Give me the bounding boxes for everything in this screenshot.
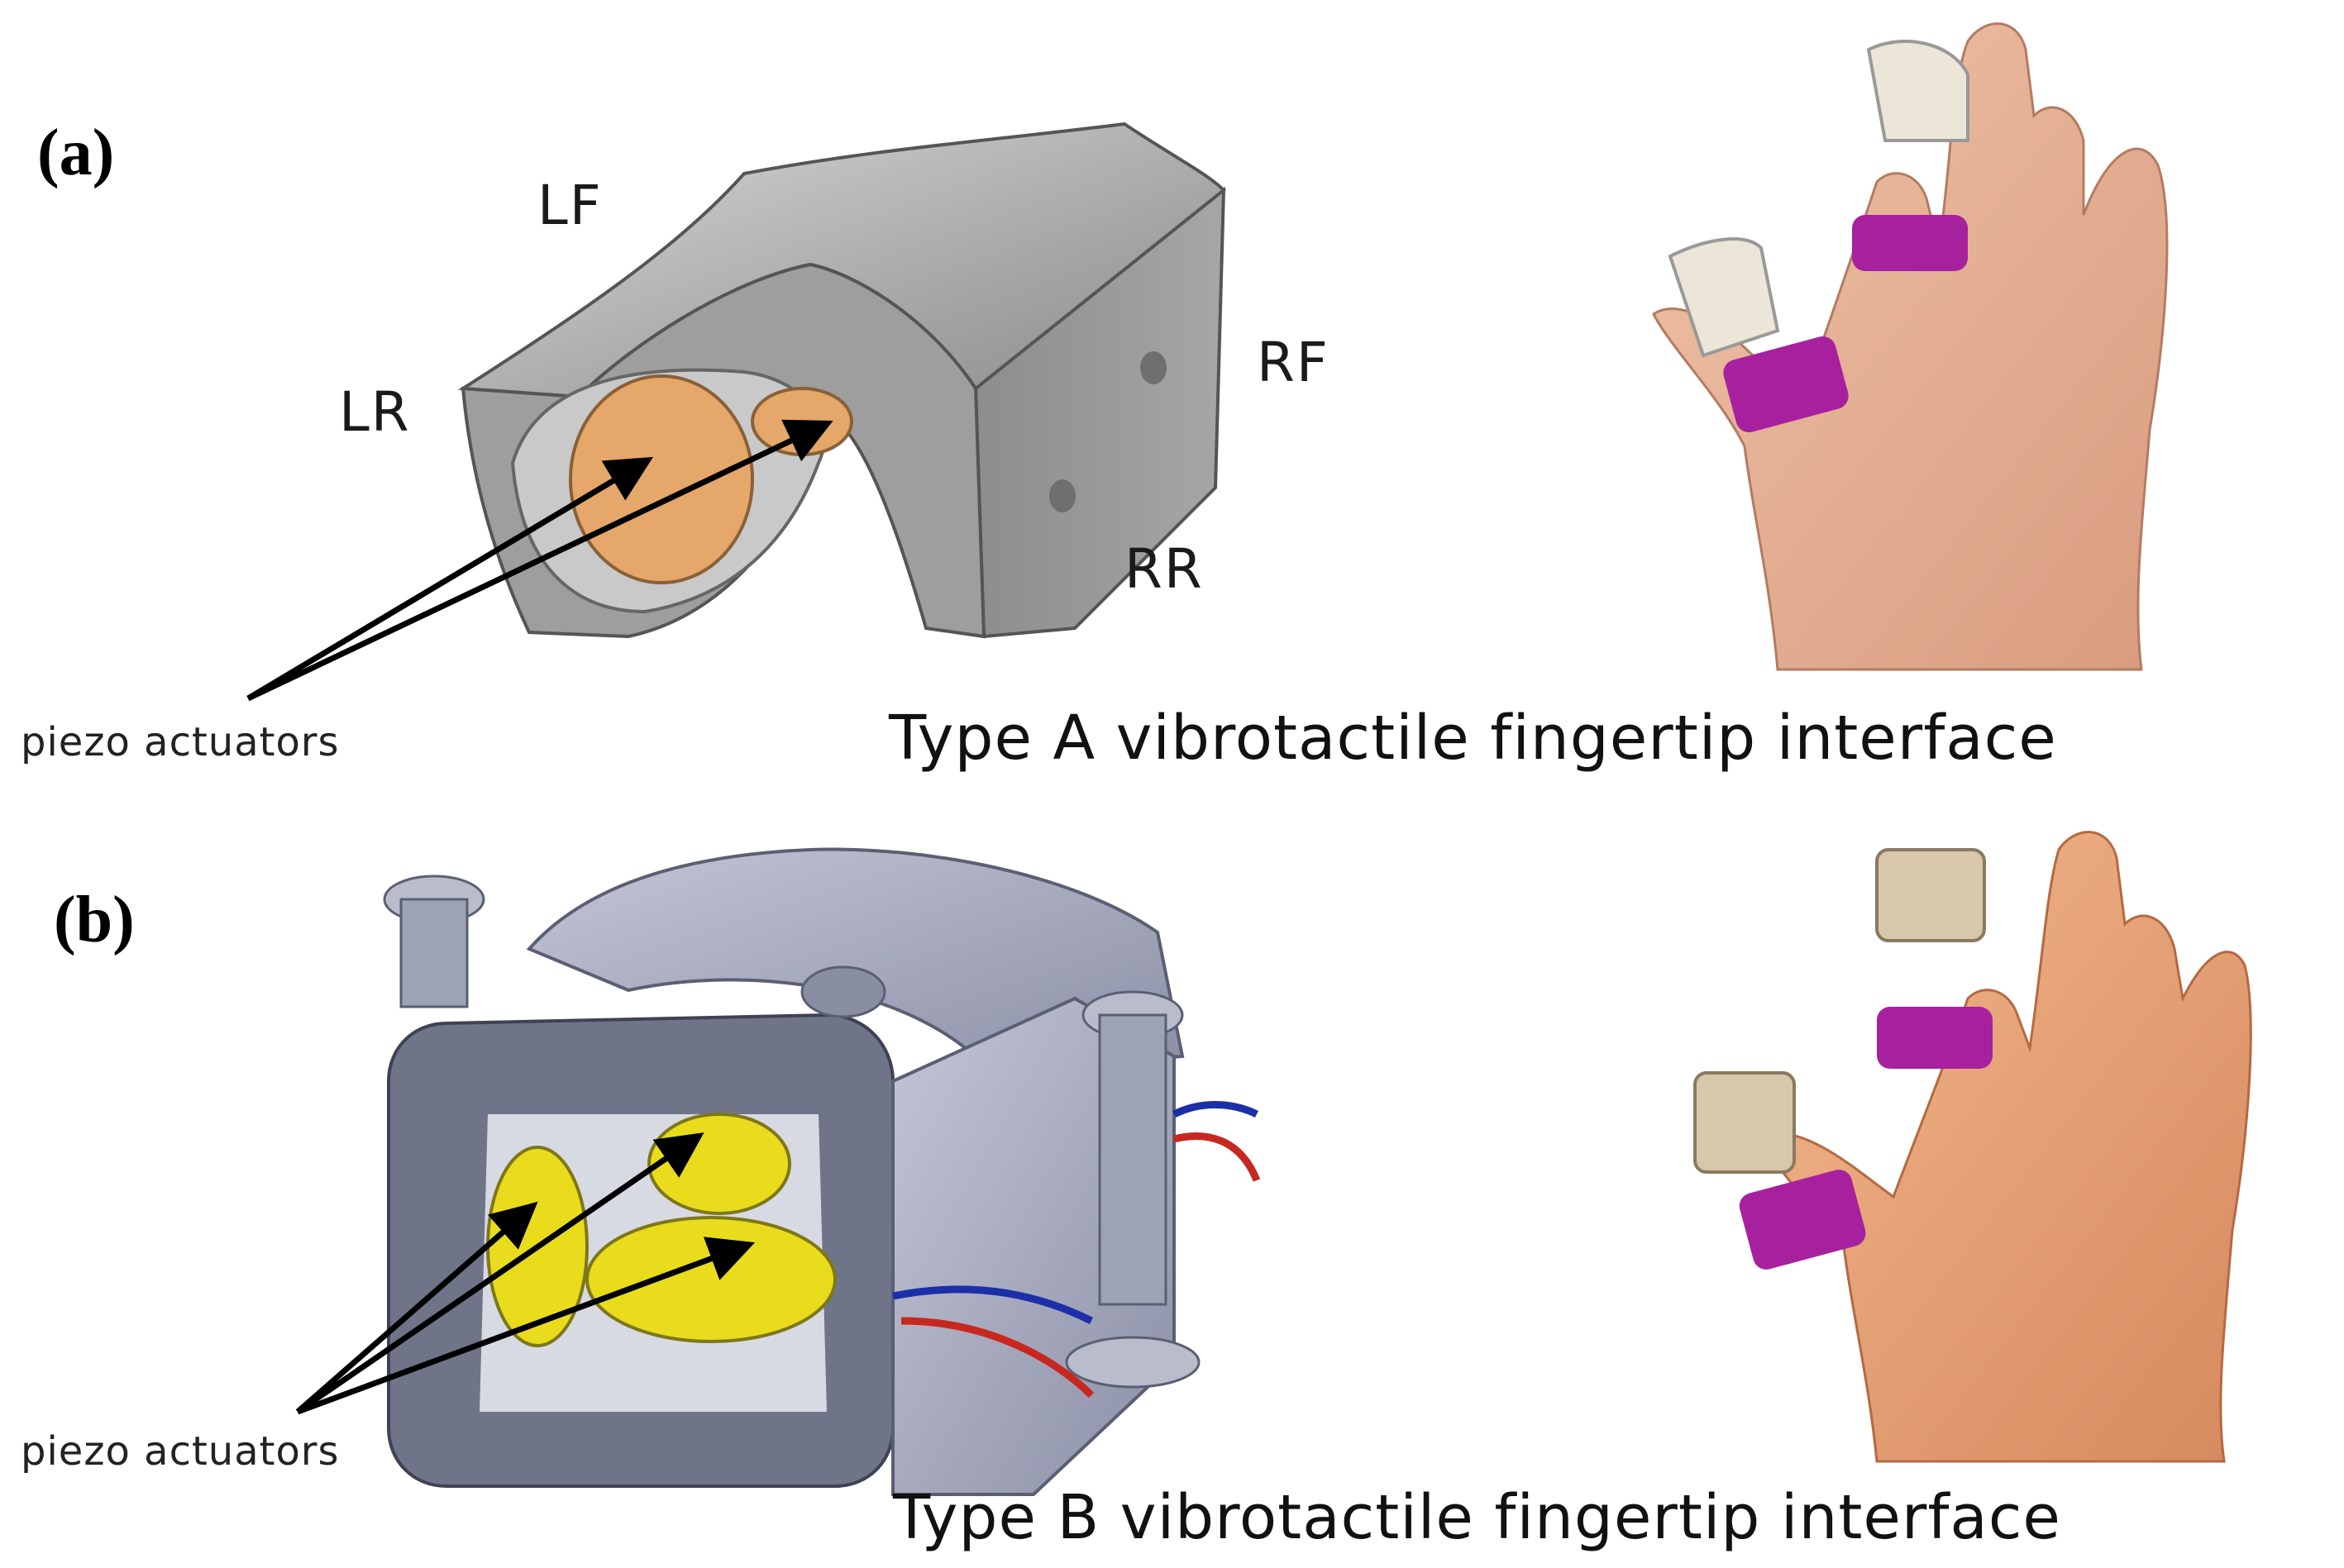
caption-a: Type A vibrotactile fingertip interface bbox=[889, 703, 2057, 774]
hand-photo-b bbox=[1693, 831, 2252, 1463]
corner-label-rr: RR bbox=[1124, 537, 1204, 601]
piezo-arrows-b bbox=[295, 1132, 756, 1415]
piezo-disc-left bbox=[569, 374, 754, 584]
caption-b: Type B vibrotactile fingertip interface bbox=[893, 1482, 2061, 1553]
purple-band-b-2 bbox=[1739, 1170, 1866, 1270]
piezo-label-a: piezo actuators bbox=[21, 719, 340, 765]
purple-band-b-1 bbox=[1877, 1007, 1993, 1069]
corner-label-lf: LF bbox=[537, 174, 603, 237]
piezo-disc-right bbox=[751, 387, 853, 456]
panel-a-artwork bbox=[246, 22, 2169, 702]
hand-photo-a bbox=[1652, 22, 2169, 671]
piezo-disc-b-2 bbox=[647, 1113, 791, 1215]
panel-b-artwork bbox=[295, 831, 2252, 1496]
panel-label-a: (a) bbox=[37, 117, 115, 189]
piezo-label-b: piezo actuators bbox=[21, 1428, 340, 1475]
panel-b: (b) piezo actuators Type B vibrotactile … bbox=[0, 784, 2344, 1568]
corner-label-lr: LR bbox=[339, 380, 411, 444]
screw-post-left bbox=[383, 875, 485, 1008]
panel-label-b: (b) bbox=[54, 884, 135, 956]
piezo-disc-b-3 bbox=[585, 1216, 837, 1343]
corner-label-rf: RF bbox=[1257, 331, 1330, 394]
screw-post-right bbox=[1065, 990, 1201, 1389]
purple-band-1 bbox=[1852, 215, 1968, 271]
purple-band-2 bbox=[1723, 336, 1849, 432]
panel-a: (a) LF RF LR RR piezo actuators Type A v… bbox=[21, 22, 2169, 774]
piezo-arrows-a bbox=[246, 419, 833, 702]
